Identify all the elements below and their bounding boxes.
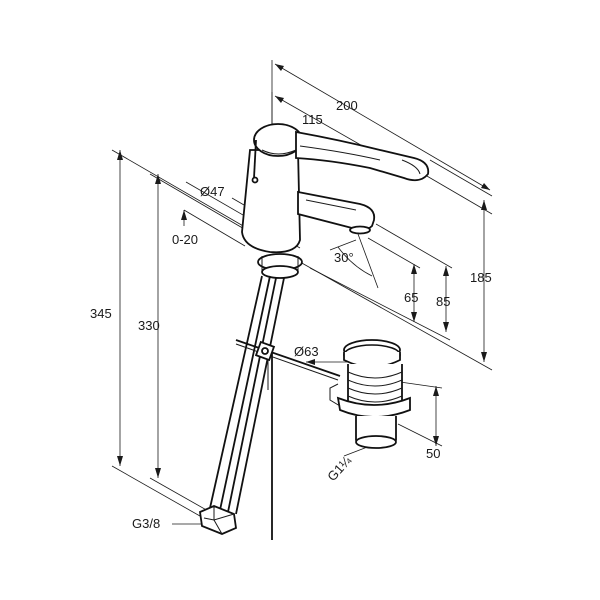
popup-linkage (235, 339, 341, 381)
dim-waste-height: 50 (426, 446, 440, 461)
dimension-lines (111, 60, 493, 525)
dim-spout-height: 65 (404, 290, 418, 305)
dim-hose-length-outer: 345 (90, 306, 112, 321)
dim-spout-angle: 30° (334, 250, 354, 265)
waste-valve (329, 339, 411, 449)
dim-overall-length: 200 (336, 98, 358, 113)
dim-hose-length-inner: 330 (138, 318, 160, 333)
dim-hose-thread: G3/8 (132, 516, 160, 531)
dim-body-diameter: Ø47 (200, 184, 225, 199)
dim-waste-diameter: Ø63 (294, 344, 319, 359)
dim-total-height-right: 185 (470, 270, 492, 285)
dim-outlet-height: 85 (436, 294, 450, 309)
dim-waste-thread: G1¼ (324, 453, 354, 484)
dim-popup-travel: 0-20 (172, 232, 198, 247)
dim-lever-reach: 115 (302, 112, 323, 127)
faucet-body (241, 123, 430, 279)
supply-hoses (199, 275, 285, 540)
